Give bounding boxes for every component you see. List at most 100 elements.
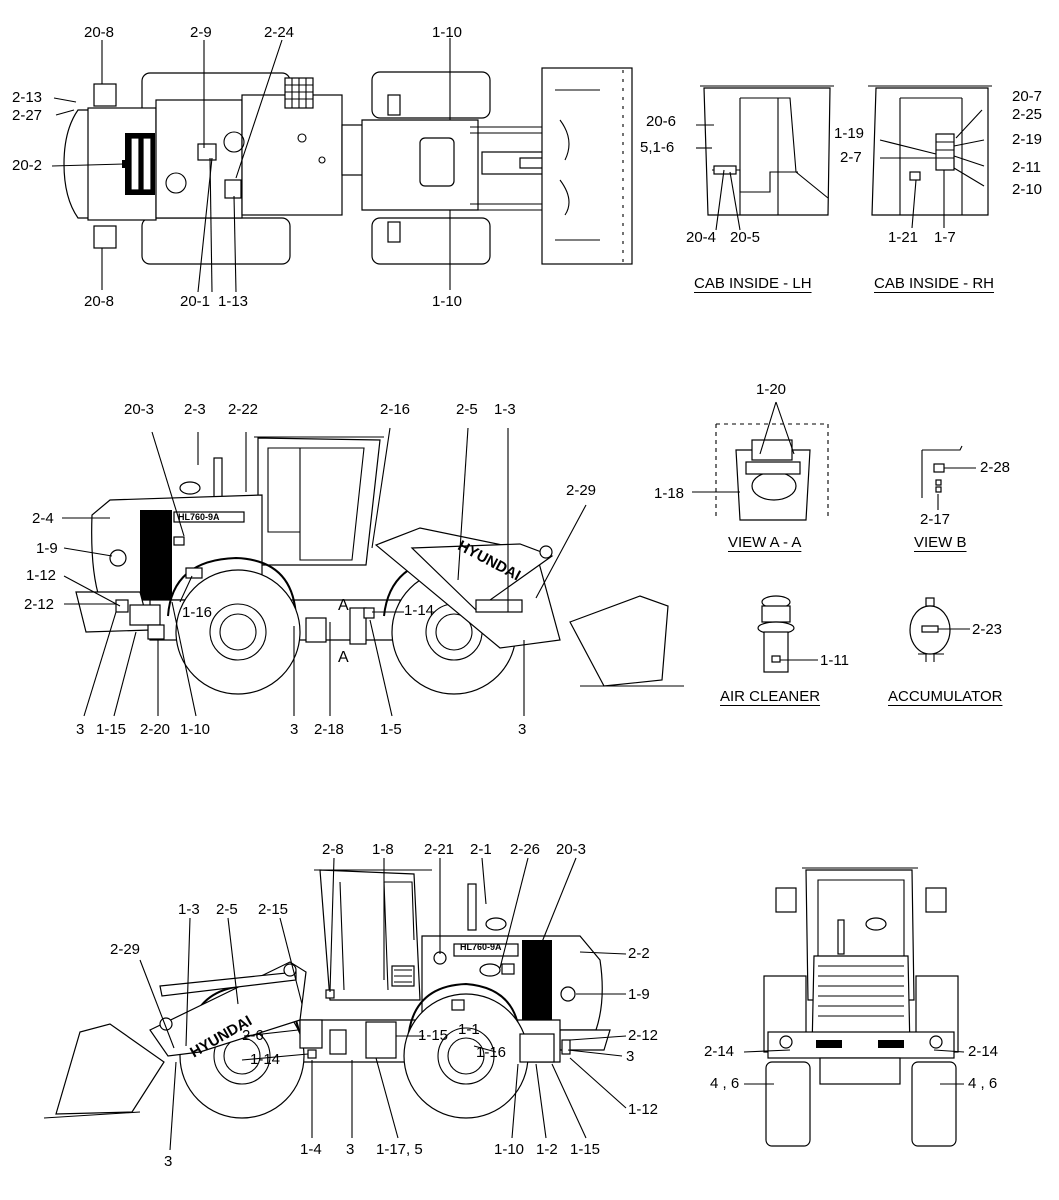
label-rh-1-3: 1-3 <box>178 901 200 918</box>
label-rh-1-15-lower: 1-15 <box>570 1141 601 1158</box>
label-rh-1-17-5: 1-17, 5 <box>376 1141 423 1158</box>
label-lh-2-22: 2-22 <box>228 401 259 418</box>
label-top-20-1: 20-1 <box>180 293 211 310</box>
label-rh-2-6: 2-6 <box>242 1027 264 1044</box>
model-text-lh: HL760-9A <box>178 512 220 522</box>
label-lh-2-29: 2-29 <box>566 482 597 499</box>
label-lh-1-15: 1-15 <box>96 721 127 738</box>
label-rear-4-6-left: 4 , 6 <box>710 1075 740 1092</box>
label-cablh-20-4: 20-4 <box>686 229 717 246</box>
label-rh-1-4: 1-4 <box>300 1141 322 1158</box>
label-rh-1-8: 1-8 <box>372 841 394 858</box>
caption-cab-inside-lh: CAB INSIDE - LH <box>694 275 812 292</box>
label-rh-2-12: 2-12 <box>628 1027 659 1044</box>
label-lh-3-a: 3 <box>76 721 85 738</box>
cab-lh-drawing <box>696 85 834 231</box>
label-rh-2-26: 2-26 <box>510 841 541 858</box>
label-rh-2-1: 2-1 <box>470 841 492 858</box>
label-lh-2-12: 2-12 <box>24 596 55 613</box>
label-lh-2-16: 2-16 <box>380 401 411 418</box>
label-cablh-20-5: 20-5 <box>730 229 761 246</box>
label-rear-4-6-right: 4 , 6 <box>968 1075 998 1092</box>
air-cleaner-drawing <box>757 595 818 673</box>
label-rh-3-mid: 3 <box>346 1141 355 1158</box>
label-lh-2-4: 2-4 <box>32 510 54 527</box>
label-cabrh-1-7: 1-7 <box>934 229 956 246</box>
label-lh-3-b: 3 <box>290 721 299 738</box>
label-top-1-10-upper: 1-10 <box>432 24 463 41</box>
label-rh-20-3: 20-3 <box>556 841 587 858</box>
label-cabrh-2-19: 2-19 <box>1012 131 1043 148</box>
label-top-2-9: 2-9 <box>190 24 212 41</box>
label-acc-2-23: 2-23 <box>972 621 1003 638</box>
label-rear-2-14-right: 2-14 <box>968 1043 999 1060</box>
view-b-drawing <box>921 445 976 510</box>
label-lh-1-14: 1-14 <box>404 602 435 619</box>
label-cabrh-2-10: 2-10 <box>1012 181 1043 198</box>
label-rh-2-8: 2-8 <box>322 841 344 858</box>
rear-view-drawing <box>743 867 965 1147</box>
label-air-1-11: 1-11 <box>820 652 849 669</box>
section-marker-a-lower: A <box>338 649 349 666</box>
label-rh-1-16: 1-16 <box>476 1044 507 1061</box>
label-lh-1-16: 1-16 <box>182 604 213 621</box>
label-lh-1-5: 1-5 <box>380 721 402 738</box>
label-rh-2-2: 2-2 <box>628 945 650 962</box>
label-rh-1-2: 1-2 <box>536 1141 558 1158</box>
label-top-20-2: 20-2 <box>12 157 43 174</box>
caption-air-cleaner: AIR CLEANER <box>720 688 821 705</box>
label-top-20-8-lower: 20-8 <box>84 293 115 310</box>
label-top-1-10-lower: 1-10 <box>432 293 463 310</box>
model-text-rh: HL760-9A <box>460 942 502 952</box>
label-rh-1-15-upper: 1-15 <box>418 1027 449 1044</box>
label-top-2-27: 2-27 <box>12 107 43 124</box>
label-rh-1-14: 1-14 <box>250 1051 281 1068</box>
label-cabrh-2-11: 2-11 <box>1012 159 1041 176</box>
label-aa-1-18: 1-18 <box>654 485 685 502</box>
label-cabrh-20-7: 20-7 <box>1012 88 1043 105</box>
label-rh-1-9: 1-9 <box>628 986 650 1003</box>
label-rh-1-10: 1-10 <box>494 1141 525 1158</box>
caption-view-aa: VIEW A - A <box>728 534 802 551</box>
label-rh-2-15: 2-15 <box>258 901 289 918</box>
label-rh-1-1: 1-1 <box>458 1021 480 1038</box>
label-cabrh-1-19: 1-19 <box>834 125 865 142</box>
section-marker-a-upper: A <box>338 597 349 614</box>
label-lh-2-3: 2-3 <box>184 401 206 418</box>
label-cabrh-2-7: 2-7 <box>840 149 862 166</box>
label-top-2-13: 2-13 <box>12 89 43 106</box>
label-lh-1-12: 1-12 <box>26 567 57 584</box>
top-view-drawing <box>51 38 633 293</box>
label-top-20-8-upper: 20-8 <box>84 24 115 41</box>
label-lh-20-3: 20-3 <box>124 401 155 418</box>
label-lh-1-3: 1-3 <box>494 401 516 418</box>
label-rear-2-14-left: 2-14 <box>704 1043 735 1060</box>
accumulator-drawing <box>909 597 970 662</box>
label-cablh-20-6: 20-6 <box>646 113 677 130</box>
cab-rh-drawing <box>868 85 992 229</box>
label-lh-1-10: 1-10 <box>180 721 211 738</box>
label-lh-3-c: 3 <box>518 721 527 738</box>
label-lh-2-20: 2-20 <box>140 721 171 738</box>
label-lh-2-5: 2-5 <box>456 401 478 418</box>
caption-accumulator: ACCUMULATOR <box>888 688 1003 705</box>
caption-view-b: VIEW B <box>914 534 967 551</box>
view-aa-drawing <box>692 401 829 521</box>
label-top-1-13: 1-13 <box>218 293 249 310</box>
label-b-2-17: 2-17 <box>920 511 951 528</box>
label-rh-3-right: 3 <box>626 1048 635 1065</box>
label-rh-2-29: 2-29 <box>110 941 141 958</box>
side-lh-drawing <box>62 427 684 717</box>
caption-cab-inside-rh: CAB INSIDE - RH <box>874 275 995 292</box>
label-rh-2-5: 2-5 <box>216 901 238 918</box>
label-lh-1-9: 1-9 <box>36 540 58 557</box>
label-rh-1-12: 1-12 <box>628 1101 659 1118</box>
label-cabrh-2-25: 2-25 <box>1012 106 1043 123</box>
label-aa-1-20: 1-20 <box>756 381 787 398</box>
label-cablh-5-1-6: 5,1-6 <box>640 139 675 156</box>
label-rh-2-21: 2-21 <box>424 841 455 858</box>
label-b-2-28: 2-28 <box>980 459 1011 476</box>
label-cabrh-1-21: 1-21 <box>888 229 919 246</box>
side-rh-drawing <box>43 857 627 1151</box>
